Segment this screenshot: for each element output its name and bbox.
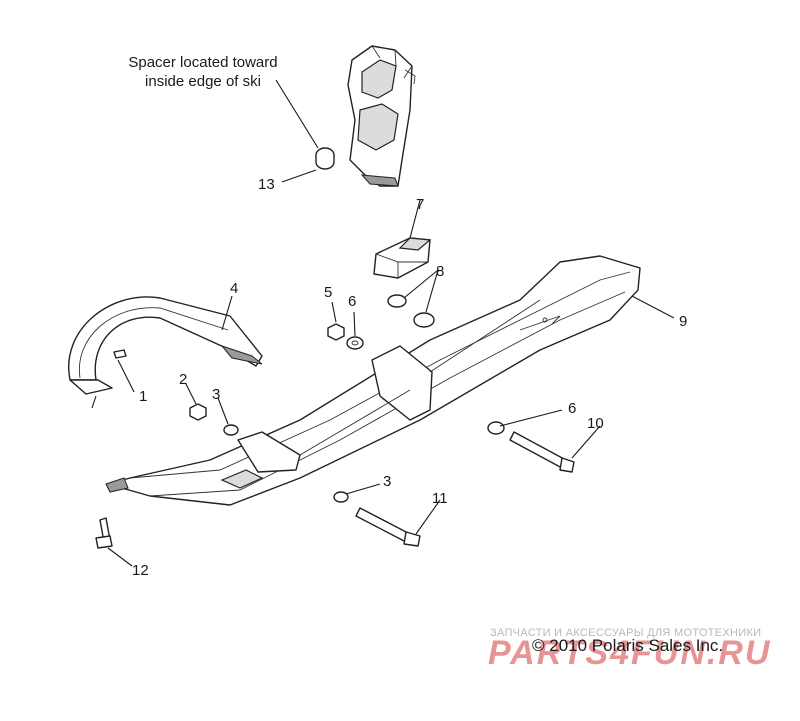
- nut-washer-parts: [327, 323, 364, 350]
- callout-1: 1: [139, 388, 147, 405]
- spacer-part: [315, 147, 335, 170]
- callout-7: 7: [416, 196, 424, 213]
- callout-3-lower: 3: [383, 473, 391, 490]
- callout-2: 2: [179, 371, 187, 388]
- block-part: [373, 237, 432, 279]
- callout-5: 5: [324, 284, 332, 301]
- nut-washer-left: [189, 403, 239, 436]
- bolt-part-10: [509, 431, 575, 473]
- callout-12: 12: [132, 562, 149, 579]
- callout-10: 10: [587, 415, 604, 432]
- leader-lines: [91, 79, 675, 567]
- watermark-tagline: ЗАПЧАСТИ И АКСЕССУАРЫ ДЛЯ МОТОТЕХНИКИ: [490, 627, 762, 639]
- note-line-2: inside edge of ski: [145, 73, 261, 90]
- callout-11: 11: [432, 490, 448, 507]
- callout-6: 6: [348, 293, 356, 310]
- ski-body: [105, 255, 641, 506]
- spindle-mount: [347, 45, 416, 187]
- bushing-parts: [387, 294, 435, 328]
- callout-9: 9: [679, 313, 687, 330]
- note-line-1: Spacer located toward: [128, 54, 277, 71]
- bumper-loop: [68, 296, 263, 395]
- washer-parts-right: [333, 421, 505, 503]
- bolt-part-11: [355, 507, 421, 547]
- screw-part-1: [113, 349, 127, 359]
- bolt-part-12: [95, 517, 113, 549]
- callout-4: 4: [230, 280, 238, 297]
- copyright-notice: © 2010 Polaris Sales Inc.: [532, 636, 724, 655]
- callout-6-right: 6: [568, 400, 576, 417]
- watermark-logo: PARTS4FUN.RU: [488, 634, 772, 672]
- callout-3: 3: [212, 386, 220, 403]
- callout-13: 13: [258, 176, 275, 193]
- callout-8: 8: [436, 263, 444, 280]
